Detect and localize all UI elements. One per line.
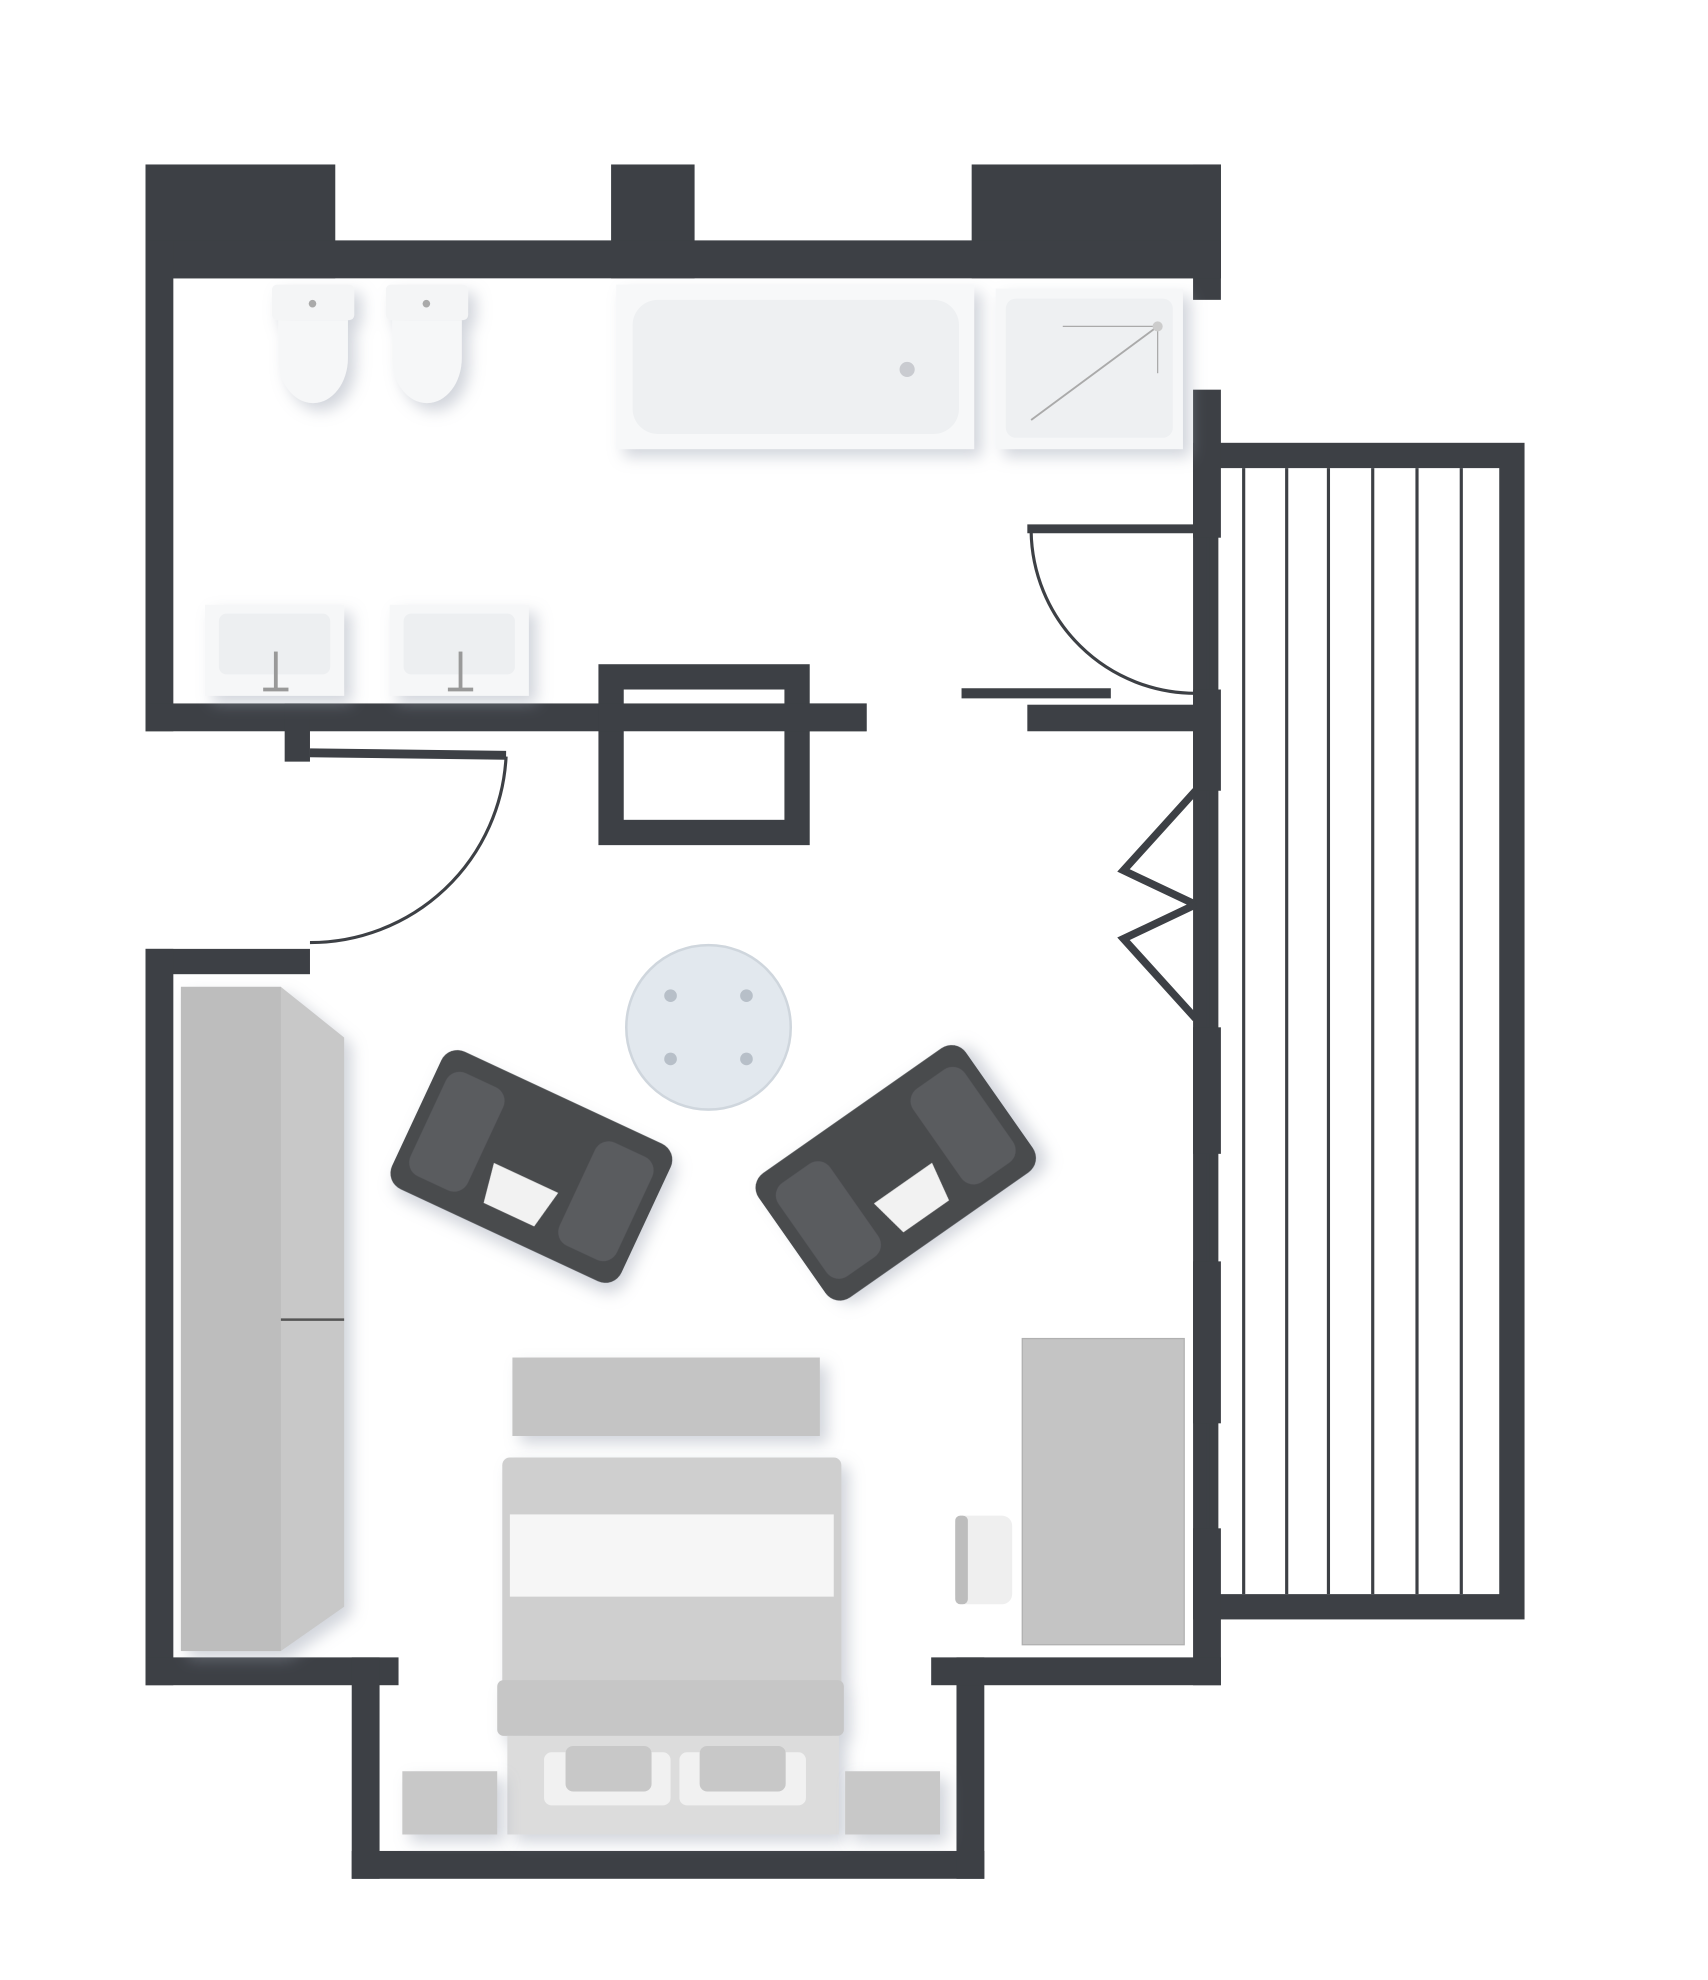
bathroom-door-swing — [309, 756, 508, 945]
armchair — [390, 1050, 673, 1283]
bidet — [385, 284, 469, 404]
armchair — [755, 1045, 1036, 1301]
balcony — [1193, 442, 1525, 1620]
bathroom-door-leaf — [309, 748, 507, 760]
nightstand — [845, 1771, 941, 1835]
round-table — [625, 943, 793, 1111]
toilet — [272, 284, 355, 404]
wardrobe — [180, 986, 345, 1652]
sink — [389, 604, 529, 696]
bench — [512, 1357, 820, 1436]
sink — [204, 604, 345, 696]
nightstand — [402, 1771, 498, 1835]
shower — [995, 288, 1183, 450]
folding-door-bottom — [1117, 901, 1199, 1022]
folding-door-top — [1117, 788, 1199, 909]
bedroom-furniture — [180, 943, 1185, 1835]
doors — [309, 524, 1199, 1022]
double-bed — [497, 1457, 844, 1835]
balcony-door-swing — [1029, 531, 1196, 695]
bathroom-fixtures — [204, 284, 1183, 696]
desk-chair — [955, 1515, 1013, 1605]
shaft — [598, 664, 867, 846]
bathtub — [616, 284, 975, 450]
desk — [1021, 1337, 1185, 1646]
